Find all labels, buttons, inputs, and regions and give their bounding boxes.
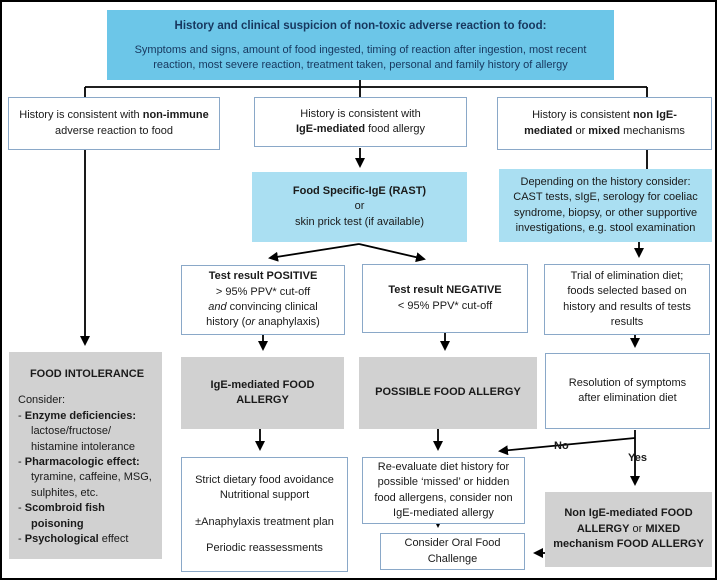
label-no: No bbox=[554, 440, 569, 452]
node-depending-history-consider: Depending on the history consider:CAST t… bbox=[499, 169, 712, 242]
node-food-intolerance: FOOD INTOLERANCE Consider:- Enzyme defic… bbox=[9, 352, 162, 559]
node-possible-food-allergy: POSSIBLE FOOD ALLERGY bbox=[359, 357, 537, 429]
node-test-result-negative: Test result NEGATIVE< 95% PPV* cut-off bbox=[362, 264, 528, 333]
header-title: History and clinical suspicion of non-to… bbox=[174, 20, 547, 32]
food-intolerance-title: FOOD INTOLERANCE bbox=[29, 368, 145, 380]
arrow-rast-to-negative bbox=[358, 243, 426, 263]
header-body: Symptoms and signs, amount of food inges… bbox=[134, 44, 587, 72]
connector-header-trunk bbox=[84, 80, 648, 97]
node-header: History and clinical suspicion of non-to… bbox=[107, 10, 614, 80]
node-trial-elimination-diet: Trial of elimination diet;foods selected… bbox=[544, 264, 710, 335]
label-yes: Yes bbox=[628, 452, 647, 464]
arrow-rast-to-positive bbox=[268, 243, 360, 262]
node-history-non-immune: History is consistent with non-immune ad… bbox=[8, 97, 220, 150]
food-intolerance-list: Consider:- Enzyme deficiencies:lactose/f… bbox=[18, 394, 152, 545]
node-history-non-ige-mixed: History is consistent non IgE-mediated o… bbox=[497, 97, 712, 150]
